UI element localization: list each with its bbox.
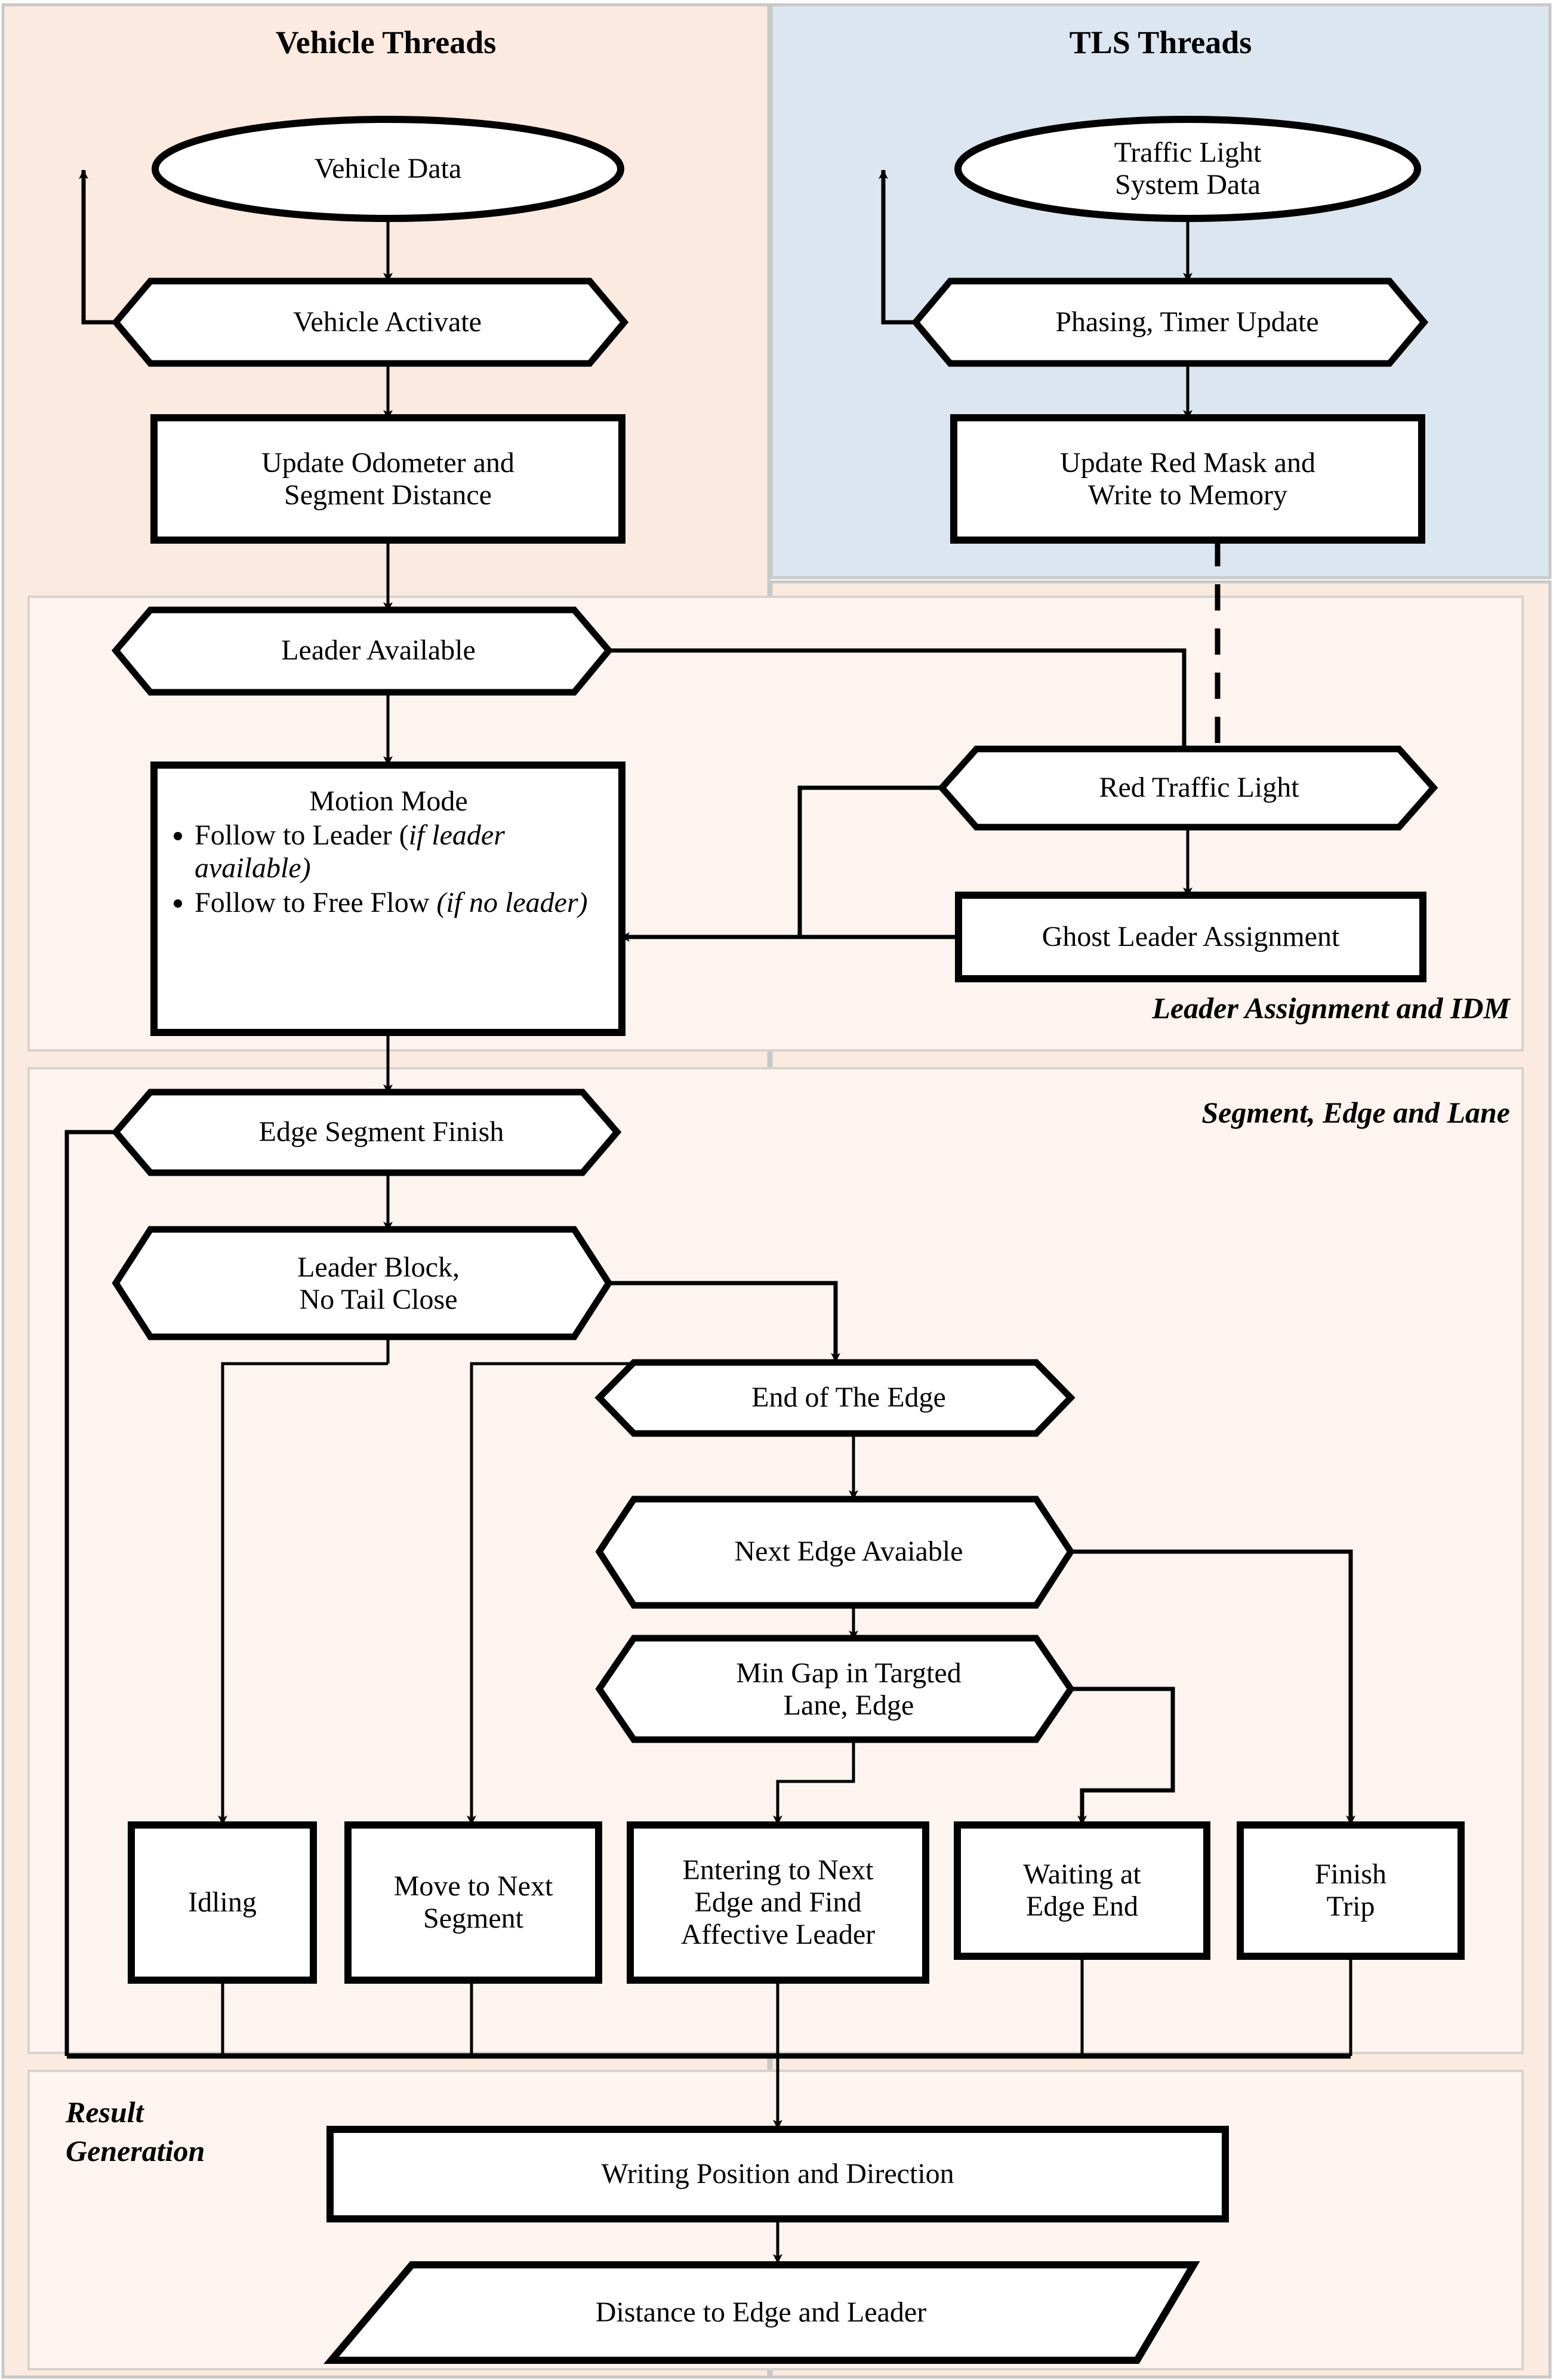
edge-nextedge-to-finishtrip [1068, 1549, 1355, 1825]
node-waiting-edge-end-shape [954, 1821, 1210, 1960]
node-next-edge-available-shape [595, 1496, 1075, 1609]
node-entering-next-edge-shape [627, 1821, 929, 1984]
node-leader-available-shape [111, 606, 614, 696]
node-writing-position-shape [326, 2126, 1229, 2222]
edge-mingap-to-waiting [1068, 1687, 1175, 1825]
edge-mingap-to-entering [773, 1740, 855, 1825]
node-min-gap-shape [595, 1635, 1075, 1743]
edge-redlight-to-motionmode [797, 785, 976, 937]
edge-leaderblock-to-endofedge [609, 1281, 840, 1362]
node-update-odometer-shape [150, 414, 625, 544]
group-label-result-generation-line1: Result [66, 2095, 144, 2129]
node-move-next-segment-shape [344, 1821, 602, 1984]
node-update-red-mask-shape [950, 414, 1425, 544]
group-label-result-generation-line2: Generation [66, 2134, 205, 2168]
group-label-leader-assignment-idm: Leader Assignment and IDM [1152, 991, 1510, 1025]
motion-mode-bullet-2: Follow to Free Flow (if no leader) [195, 886, 617, 919]
node-leader-block-shape [112, 1226, 613, 1340]
node-end-of-edge-shape [594, 1359, 1076, 1437]
motion-mode-bullet-2-rest: (if no leader) [436, 886, 588, 918]
motion-mode-bullet-2-plain: Follow to Free Flow [195, 886, 430, 918]
motion-mode-header: Motion Mode [309, 785, 468, 817]
node-vehicle-activate-shape [111, 278, 629, 367]
node-motion-mode-shape [150, 762, 625, 1036]
panel-title-vehicle-threads: Vehicle Threads [275, 24, 497, 60]
node-ghost-leader-shape [955, 892, 1426, 982]
connectors-thin [67, 215, 1352, 2264]
node-motion-mode-content: Motion Mode Follow to Leader (if leader … [160, 785, 617, 920]
motion-mode-bullet-1: Follow to Leader (if leader available) [195, 819, 617, 884]
node-finish-trip-shape [1237, 1821, 1465, 1960]
node-red-traffic-light-shape [937, 745, 1438, 831]
group-label-segment-edge-lane: Segment, Edge and Lane [1201, 1096, 1510, 1129]
node-phasing-timer-shape [911, 278, 1429, 367]
edge-leaderblock-to-idling [218, 1362, 388, 1825]
node-idling-shape [128, 1821, 317, 1984]
motion-mode-bullet-1-italic: if [408, 819, 425, 852]
node-edge-segment-finish-shape [111, 1089, 622, 1176]
motion-mode-bullet-1-plain: Follow to Leader ( [195, 819, 409, 852]
edge-leaderavailable-to-redlight [609, 648, 1187, 761]
panel-title-tls-threads: TLS Threads [1069, 24, 1252, 60]
node-vehicle-data-shape [152, 116, 624, 222]
node-distance-edge-leader-shape [323, 2261, 1200, 2364]
node-tls-data-shape [954, 116, 1421, 222]
motion-mode-bullet-1-rest: leader available) [195, 819, 505, 884]
